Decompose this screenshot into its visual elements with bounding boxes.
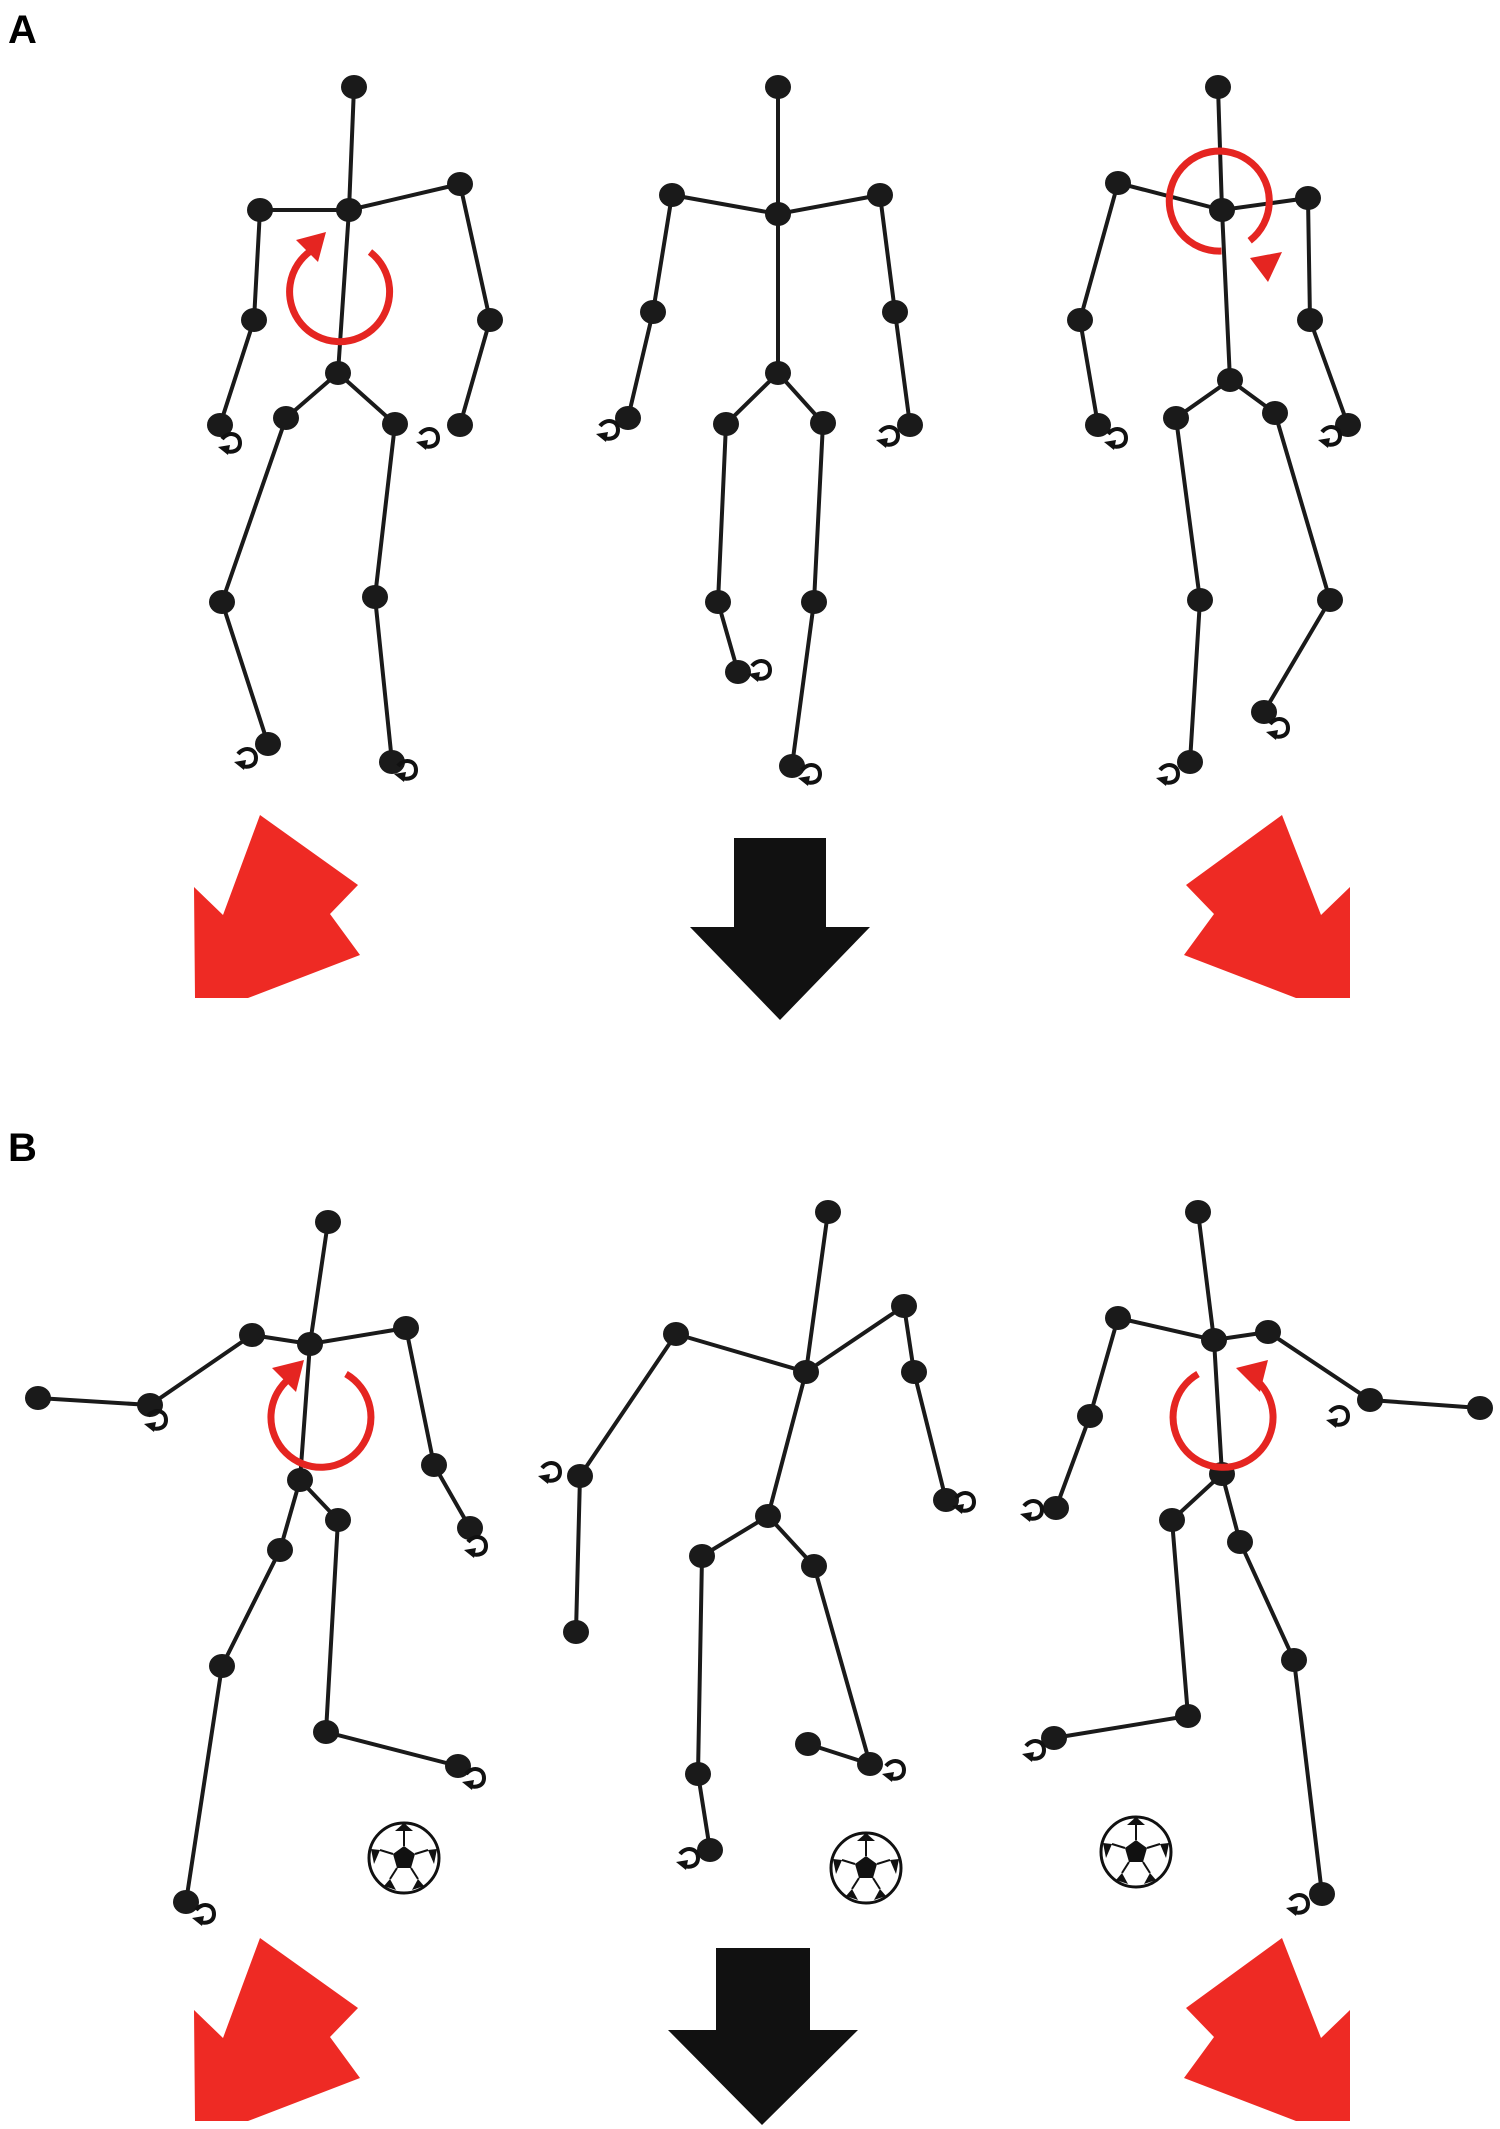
joint-motion-arrow-icon	[462, 1535, 488, 1560]
joint-motion-arrow-icon	[1284, 1893, 1310, 1918]
skeleton-a-right-joints	[1067, 75, 1361, 774]
direction-arrow-icon	[1184, 1938, 1350, 2121]
joint-motion-arrow-icon	[216, 432, 242, 457]
panel-b	[25, 1200, 1493, 2125]
joint-motion-arrow-icon	[880, 1759, 906, 1784]
direction-arrow-icon	[690, 838, 870, 1020]
soccer-ball-icon	[829, 1831, 903, 1905]
skeleton-b-right-joints	[1041, 1200, 1493, 1906]
rotation-arrow-icon	[1169, 1360, 1277, 1471]
direction-arrow-icon	[194, 1938, 360, 2121]
panel-label-b: B	[8, 1126, 37, 1170]
direction-arrow-icon	[194, 815, 360, 998]
soccer-ball-icon	[367, 1821, 441, 1895]
rotation-arrow-icon	[267, 1360, 375, 1471]
panel-label-a: A	[8, 8, 37, 52]
joint-motion-arrow-icon	[746, 659, 772, 684]
joint-motion-arrow-icon	[1154, 763, 1180, 788]
joint-motion-arrow-icon	[1316, 425, 1342, 450]
skeleton-b-center-joints	[563, 1200, 959, 1862]
joint-motion-arrow-icon	[460, 1767, 486, 1792]
joint-motion-arrow-icon	[796, 763, 822, 788]
joint-motion-arrow-icon	[536, 1461, 562, 1486]
skeleton-b-left-joints	[25, 1210, 483, 1914]
skeleton-a-left-joints	[207, 75, 503, 774]
joint-motion-arrow-icon	[1324, 1405, 1350, 1430]
joint-motion-arrow-icon	[190, 1903, 216, 1928]
joint-motion-arrow-icon	[874, 425, 900, 450]
rotation-arrow-icon	[1165, 147, 1282, 282]
skeleton-a-center-joints	[615, 75, 923, 778]
skeleton-b-center	[574, 1211, 948, 1851]
joint-motion-arrow-icon	[1020, 1739, 1046, 1764]
joint-motion-arrow-icon	[232, 747, 258, 772]
joint-motion-arrow-icon	[414, 427, 440, 452]
direction-arrow-icon	[1184, 815, 1350, 998]
joint-motion-arrow-icon	[1102, 427, 1128, 452]
joint-motion-arrow-icon	[594, 419, 620, 444]
joint-motion-arrow-icon	[1018, 1499, 1044, 1524]
rotation-arrow-icon	[286, 232, 394, 346]
soccer-ball-icon	[1099, 1815, 1173, 1889]
direction-arrow-icon	[668, 1948, 858, 2125]
joint-motion-arrow-icon	[1264, 717, 1290, 742]
panel-a	[194, 75, 1361, 1020]
joint-motion-arrow-icon	[674, 1847, 700, 1872]
